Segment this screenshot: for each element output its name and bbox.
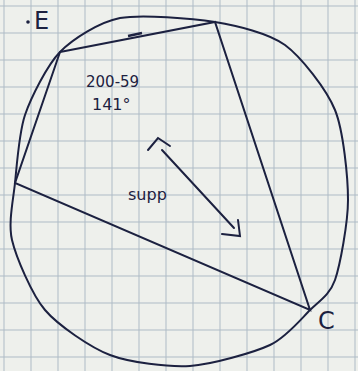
grid-line: [0, 222, 358, 223]
grid-line: [112, 0, 113, 371]
grid-line: [220, 0, 221, 371]
grid-line: [0, 330, 358, 331]
grid-line: [0, 141, 358, 142]
grid-line: [4, 0, 5, 371]
grid-line: [0, 114, 358, 115]
grid-line: [0, 87, 358, 88]
grid-line: [247, 0, 248, 371]
grid-line: [0, 249, 358, 250]
grid-line: [301, 0, 302, 371]
quadrilateral: [15, 22, 310, 310]
angle-note: 200-59: [86, 74, 139, 91]
grid-line: [0, 303, 358, 304]
grid-line: [31, 0, 32, 371]
grid-line: [274, 0, 275, 371]
grid-line: [0, 33, 358, 34]
grid-line: [0, 6, 358, 7]
point-dot: [26, 20, 30, 24]
tick-mark: [128, 33, 142, 36]
grid-line: [0, 276, 358, 277]
angle-note: supp: [128, 186, 167, 204]
point-label: E: [34, 8, 49, 34]
grid-line: [0, 357, 358, 358]
point-label: C: [318, 308, 335, 334]
circle: [11, 16, 348, 366]
grid-line: [0, 195, 358, 196]
grid-line: [85, 0, 86, 371]
angle-note: 141°: [92, 96, 131, 114]
grid-line: [193, 0, 194, 371]
grid-line: [355, 0, 356, 371]
